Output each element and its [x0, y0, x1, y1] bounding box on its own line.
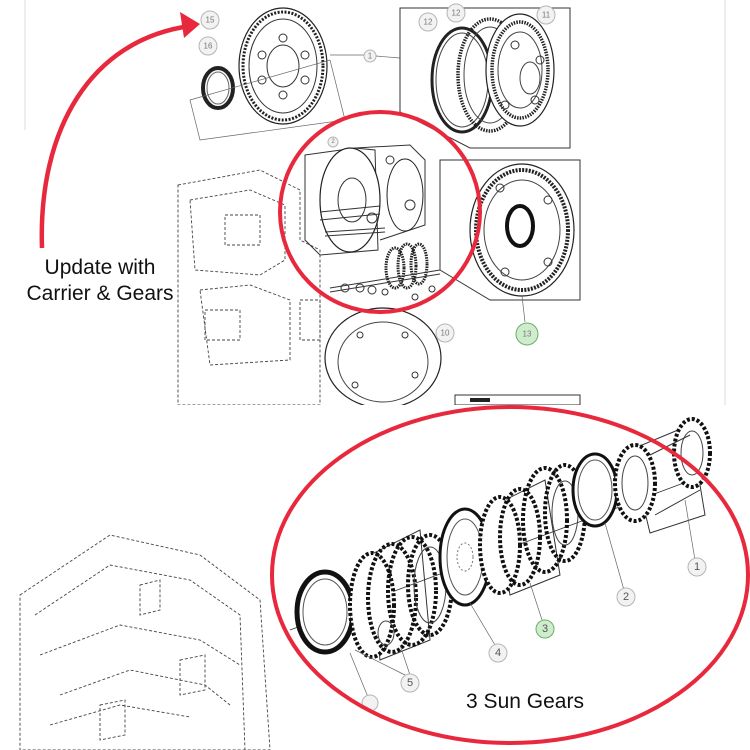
svg-text:2: 2	[623, 591, 629, 603]
svg-text:2: 2	[331, 139, 335, 145]
end-plate	[324, 307, 442, 405]
svg-text:3: 3	[542, 623, 548, 635]
callout-13: 13	[515, 322, 539, 346]
callout-1: 1	[363, 49, 377, 63]
red-arrow	[39, 23, 191, 249]
update-label-line1: Update with	[44, 256, 156, 279]
thrust-washer	[438, 507, 492, 607]
callout-12a: 12	[418, 12, 438, 32]
callout-part-1: 1	[687, 557, 707, 577]
update-annotation: Update with Carrier & Gears	[10, 255, 190, 307]
callout-16: 16	[198, 36, 218, 56]
svg-text:11: 11	[542, 11, 551, 20]
ring-gears-box	[399, 7, 571, 149]
spacer-washer	[571, 452, 619, 528]
callout-12b: 12	[446, 3, 466, 23]
transmission-housing-outline	[177, 169, 321, 405]
bearing-ring	[294, 569, 356, 655]
callout-part-5: 5	[400, 673, 420, 693]
sun-gear-middle	[478, 463, 587, 596]
ring-gear-box-13	[439, 159, 581, 323]
lower-diagram-drawing: 1 2 3 4 5	[19, 405, 750, 750]
callout-part-4: 4	[488, 643, 508, 663]
svg-text:12: 12	[452, 9, 461, 18]
housing-outline	[19, 534, 271, 750]
svg-text:4: 4	[495, 647, 501, 659]
upper-exploded-diagram: 15 16 1	[10, 0, 726, 405]
svg-text:5: 5	[407, 677, 413, 689]
svg-text:10: 10	[441, 329, 450, 338]
ring-gear-plate	[238, 7, 328, 125]
snap-ring	[201, 66, 235, 110]
svg-text:12: 12	[424, 18, 433, 27]
callout-2: 2	[327, 136, 339, 148]
callout-part-2: 2	[616, 587, 636, 607]
callout-15: 15	[200, 10, 220, 30]
callout-11: 11	[536, 5, 556, 25]
svg-text:1: 1	[694, 561, 700, 573]
planetary-carrier-assembly	[304, 144, 441, 301]
carrier-highlight-circle	[278, 110, 482, 314]
upper-diagram-drawing: 15 16 1	[24, 0, 726, 405]
callout-part-3: 3	[535, 619, 555, 639]
svg-text:13: 13	[523, 330, 532, 339]
svg-text:1: 1	[368, 52, 373, 61]
sun-gear-rear	[613, 417, 712, 534]
update-label-line2: Carrier & Gears	[26, 282, 174, 305]
lower-exploded-diagram: 1 2 3 4 5 3 Sun Gears	[0, 405, 750, 750]
sun-gear-front	[348, 529, 454, 661]
callout-10: 10	[435, 323, 455, 343]
sun-gears-annotation: 3 Sun Gears	[466, 690, 584, 713]
sun-gears-highlight-circle	[270, 405, 750, 745]
svg-text:16: 16	[204, 42, 213, 51]
svg-text:15: 15	[206, 16, 215, 25]
red-arrowhead	[180, 12, 200, 38]
